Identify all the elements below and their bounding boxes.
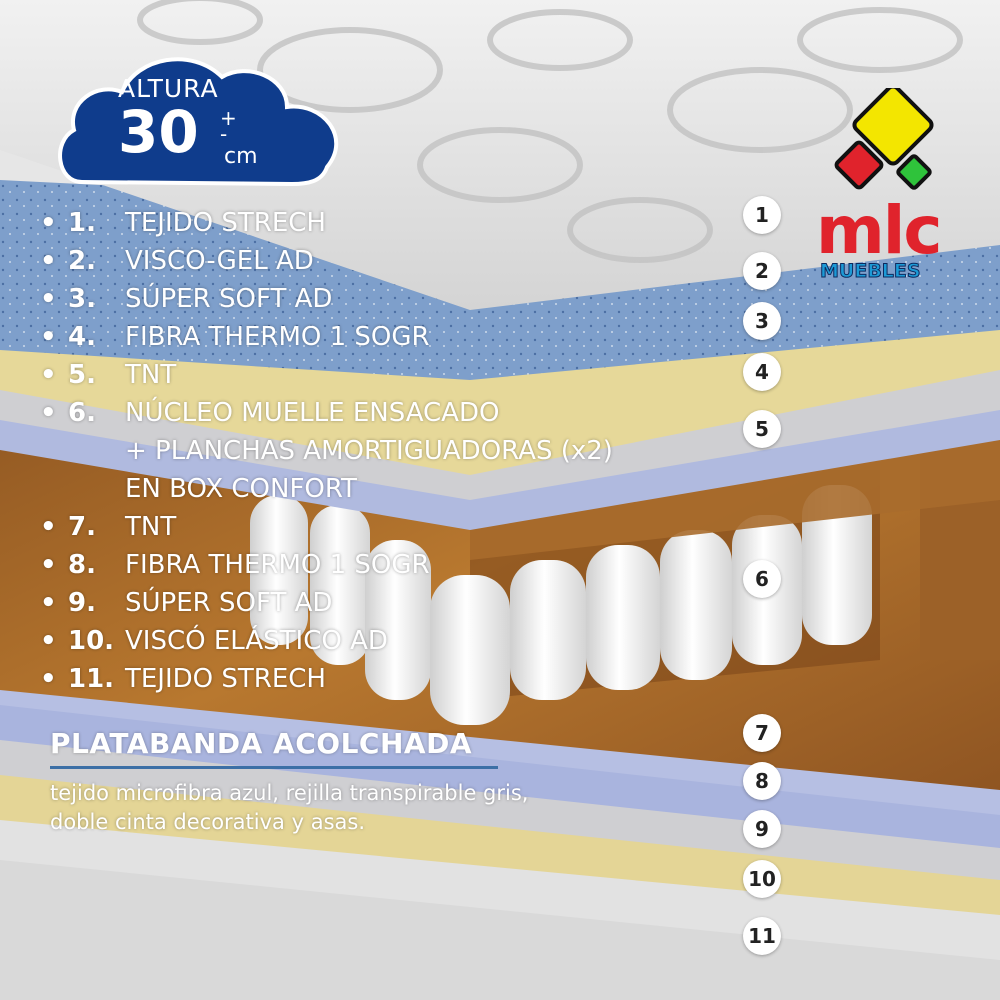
pocket-springs [250, 485, 872, 725]
list-item: •4.FIBRA THERMO 1 SOGR [40, 322, 430, 352]
layer-marker-10: 10 [743, 860, 781, 898]
list-item: •6.NÚCLEO MUELLE ENSACADO+ PLANCHAS AMOR… [40, 398, 613, 504]
layer-marker-11: 11 [743, 917, 781, 955]
logo-wordmark: mlc [816, 192, 943, 269]
platabanda-title: PLATABANDA ACOLCHADA [50, 727, 472, 760]
platabanda-description: tejido microfibra azul, rejilla transpir… [50, 781, 529, 834]
height-value: 30 [118, 98, 199, 166]
list-item: •5.TNT [40, 360, 177, 390]
layer-marker-6: 6 [743, 560, 781, 598]
layer-marker-4: 4 [743, 353, 781, 391]
list-item: •10.VISCÓ ELÁSTICO AD [40, 626, 388, 656]
list-item: •9.SÚPER SOFT AD [40, 588, 333, 618]
cloud-icon [58, 57, 339, 187]
layer-marker-9: 9 [743, 810, 781, 848]
list-item: •7.TNT [40, 512, 177, 542]
list-item: •11.TEJIDO STRECH [40, 664, 326, 694]
logo-subtitle: MUEBLES [820, 260, 922, 283]
height-unit: cm [224, 144, 258, 169]
list-item: •2.VISCO-GEL AD [40, 246, 314, 276]
layer-marker-8: 8 [743, 762, 781, 800]
layer-marker-2: 2 [743, 252, 781, 290]
layer-list: •1.TEJIDO STRECH •2.VISCO-GEL AD •3.SÚPE… [30, 204, 670, 698]
layer-marker-1: 1 [743, 196, 781, 234]
platabanda-section: PLATABANDA ACOLCHADA tejido microfibra a… [50, 722, 570, 837]
layer-marker-5: 5 [743, 410, 781, 448]
brand-logo: mlc MUEBLES [812, 84, 952, 298]
height-badge: ALTURA 30 +- cm [52, 42, 352, 192]
height-tolerance: +- [220, 106, 237, 146]
list-item: •1.TEJIDO STRECH [40, 208, 326, 238]
list-item: •8.FIBRA THERMO 1 SOGR [40, 550, 430, 580]
layer-marker-7: 7 [743, 714, 781, 752]
platabanda-divider [50, 766, 498, 769]
layer-marker-3: 3 [743, 302, 781, 340]
height-label: ALTURA [118, 74, 219, 103]
logo-diamonds-icon [834, 84, 934, 190]
list-item: •3.SÚPER SOFT AD [40, 284, 333, 314]
quilt-pattern [137, 0, 963, 263]
